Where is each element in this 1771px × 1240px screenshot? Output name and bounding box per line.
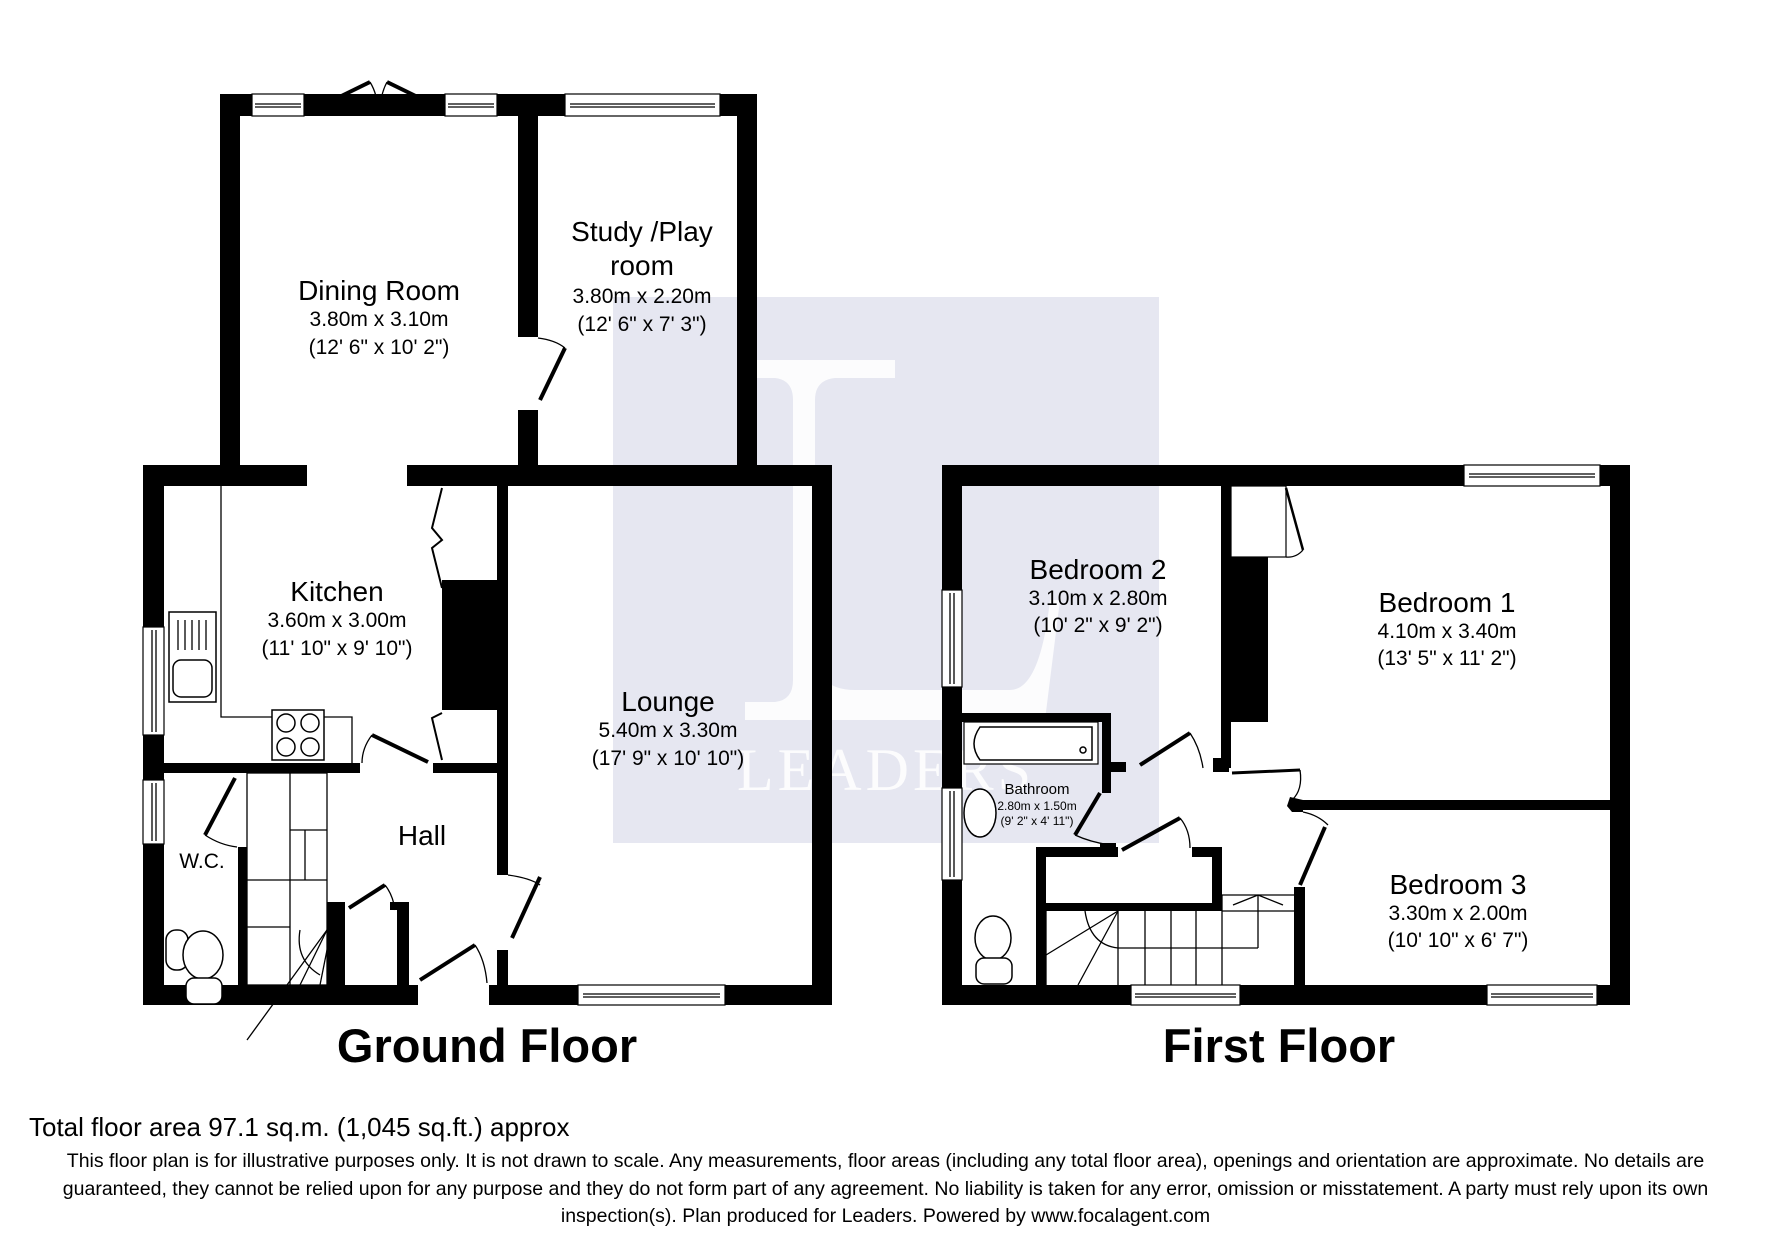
room-label-dining-room: Dining Room 3.80m x 3.10m (12' 6" x 10' … — [298, 275, 460, 359]
room-name: Kitchen — [290, 576, 384, 607]
room-label-wc: W.C. — [179, 851, 225, 872]
room-label-bedroom-2: Bedroom 2 3.10m x 2.80m (10' 2" x 9' 2") — [1028, 554, 1168, 637]
room-dimensions-imperial: (17' 9" x 10' 10") — [591, 747, 745, 770]
total-floor-area: Total floor area 97.1 sq.m. (1,045 sq.ft… — [29, 1112, 570, 1142]
room-label-bedroom-1: Bedroom 1 4.10m x 3.40m (13' 5" x 11' 2"… — [1377, 587, 1517, 670]
room-label-study: Study /Play room 3.80m x 2.20m (12' 6" x… — [571, 216, 713, 336]
room-dimensions-imperial: (10' 2" x 9' 2") — [1033, 614, 1163, 637]
disclaimer-text: This floor plan is for illustrative purp… — [62, 1150, 1709, 1227]
room-dimensions-metric: 3.80m x 3.10m — [309, 308, 449, 331]
ground-floor-title: Ground Floor — [336, 1019, 638, 1072]
room-dimensions-imperial: (9' 2" x 4' 11") — [1000, 814, 1074, 828]
room-name: Bedroom 1 — [1378, 587, 1516, 618]
room-dimensions-metric: 2.80m x 1.50m — [997, 799, 1077, 813]
room-label-kitchen: Kitchen 3.60m x 3.00m (11' 10" x 9' 10") — [261, 576, 413, 660]
room-dimensions-metric: 3.60m x 3.00m — [267, 609, 407, 632]
ground-floor-windows — [142, 93, 726, 1006]
room-dimensions-metric: 3.10m x 2.80m — [1028, 587, 1168, 610]
room-name: W.C. — [179, 850, 225, 873]
room-dimensions-metric: 4.10m x 3.40m — [1377, 620, 1517, 643]
leaders-watermark: LEADERS — [613, 297, 1159, 843]
room-name: Lounge — [621, 686, 715, 717]
first-floor-windows — [941, 464, 1601, 1006]
room-name: Study /Play — [571, 216, 713, 247]
first-floor-fixtures — [963, 721, 1294, 986]
room-name: Bathroom — [1004, 781, 1070, 798]
room-label-hall: Hall — [398, 822, 446, 850]
room-dimensions-imperial: (12' 6" x 10' 2") — [308, 336, 450, 359]
ground-floor-doors — [203, 80, 567, 984]
first-floor-title: First Floor — [1162, 1019, 1396, 1072]
room-name-line2: room — [610, 250, 674, 281]
room-dimensions-metric: 5.40m x 3.30m — [598, 719, 738, 742]
room-name: Hall — [397, 820, 447, 851]
room-label-lounge: Lounge 5.40m x 3.30m (17' 9" x 10' 10") — [591, 686, 745, 770]
room-dimensions-imperial: (12' 6" x 7' 3") — [577, 313, 707, 336]
room-name: Dining Room — [298, 275, 460, 306]
room-dimensions-imperial: (11' 10" x 9' 10") — [261, 637, 413, 660]
room-dimensions-imperial: (13' 5" x 11' 2") — [1377, 647, 1517, 670]
first-floor-doors — [1073, 485, 1329, 886]
ground-floor-fixtures — [165, 486, 353, 1041]
room-dimensions-metric: 3.30m x 2.00m — [1388, 902, 1528, 925]
room-label-bedroom-3: Bedroom 3 3.30m x 2.00m (10' 10" x 6' 7"… — [1387, 869, 1529, 952]
room-name: Bedroom 2 — [1029, 554, 1167, 585]
room-dimensions-metric: 3.80m x 2.20m — [572, 285, 712, 308]
room-name: Bedroom 3 — [1389, 869, 1527, 900]
room-label-bathroom: Bathroom 2.80m x 1.50m (9' 2" x 4' 11") — [997, 782, 1076, 827]
room-dimensions-imperial: (10' 10" x 6' 7") — [1387, 929, 1529, 952]
